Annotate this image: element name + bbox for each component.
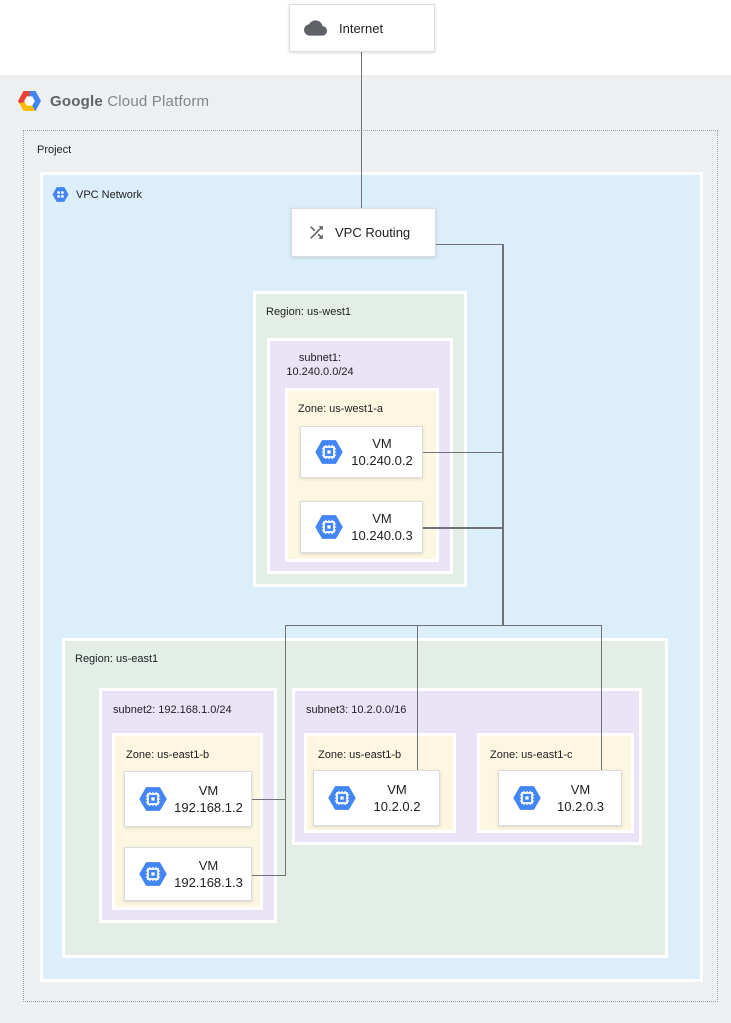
zone-us-east1-c: Zone: us-east1-c VM 10.2.0.3 [477, 733, 634, 833]
vpc-network-label: VPC Network [76, 188, 143, 201]
subnet2-box: subnet2: 192.168.1.0/24 Zone: us-east1-b [99, 688, 277, 923]
brand-google: Google [50, 92, 103, 110]
region-us-west1-label: Region: us-west1 [266, 306, 351, 318]
vpc-routing-box: VPC Routing [291, 208, 436, 257]
connector-vm-10-240-0-2 [423, 451, 503, 453]
subnet1-box: subnet1: 10.240.0.0/24 Zone: us-west1-a [267, 338, 453, 574]
subnet2-label: subnet2: 192.168.1.0/24 [113, 704, 232, 716]
vm-name: VM [570, 782, 591, 797]
vm-name: VM [387, 782, 407, 797]
vm-10-2-0-2: VM 10.2.0.2 [313, 770, 440, 826]
zone-us-east1-b-subnet3: Zone: us-east1-b VM 10.2.0.2 [304, 733, 456, 833]
vm-text: VM 10.240.0.3 [346, 510, 422, 544]
zone-us-east1-b-label: Zone: us-east1-b [126, 749, 210, 761]
cloud-icon [304, 20, 327, 36]
vm-ip: 10.2.0.3 [557, 799, 604, 814]
zone-us-east1-c-label: Zone: us-east1-c [490, 749, 573, 761]
subnet3-label: subnet3: 10.2.0.0/16 [306, 704, 407, 716]
subnet1-label: subnet1: 10.240.0.0/24 [274, 351, 366, 379]
connector-drop-vm-10-2-0-3 [600, 624, 602, 771]
vm-ip: 10.2.0.2 [373, 799, 421, 814]
vm-text: VM 192.168.1.3 [170, 857, 251, 891]
gcp-logo-icon [18, 91, 41, 111]
vm-ip: 10.240.0.3 [351, 528, 413, 543]
vm-name: VM [372, 436, 392, 451]
connector-internet-to-routing [360, 52, 362, 208]
vm-name: VM [372, 511, 392, 526]
brand-cloud-platform: Cloud Platform [102, 92, 210, 110]
project-label: Project [37, 144, 72, 156]
vpc-routing-label: VPC Routing [335, 225, 411, 240]
internet-label: Internet [339, 20, 384, 36]
subnet3-box: subnet3: 10.2.0.0/16 Zone: us-east1-b [292, 688, 642, 845]
vpc-routing-icon [310, 226, 323, 239]
vm-text: VM 10.240.0.2 [346, 435, 422, 469]
compute-engine-icon [315, 515, 343, 539]
zone-us-east1-b-subnet2: Zone: us-east1-b VM 192.168.1.2 [112, 733, 263, 910]
subnet1-label-line1: subnet1: [298, 352, 342, 364]
vpc-network-container: VPC Network Region: us-west1 subnet1: 10… [40, 172, 703, 982]
vm-text: VM 192.168.1.2 [170, 782, 251, 816]
vm-name: VM [198, 783, 219, 798]
subnet1-label-line2: 10.240.0.0/24 [286, 366, 354, 378]
vm-ip: 192.168.1.3 [174, 875, 243, 890]
region-us-east1: Region: us-east1 subnet2: 192.168.1.0/24… [62, 638, 668, 958]
zone-us-east1-b-label: Zone: us-east1-b [318, 749, 402, 761]
connector-routing-right [436, 243, 503, 245]
compute-engine-icon [139, 862, 167, 886]
vm-ip: 10.240.0.2 [351, 453, 413, 468]
gcp-brand-text: Google Cloud Platform [50, 93, 209, 110]
vm-10-2-0-3: VM 10.2.0.3 [498, 770, 622, 826]
gcp-brand: Google Cloud Platform [18, 91, 209, 111]
vm-192-168-1-2: VM 192.168.1.2 [124, 771, 252, 827]
region-us-east1-label: Region: us-east1 [75, 653, 159, 665]
internet-box: Internet [289, 4, 435, 52]
project-container: Project VPC Network Region: us-west1 su [23, 130, 718, 1002]
vm-ip: 192.168.1.2 [174, 800, 243, 815]
vpc-network-header: VPC Network [52, 186, 142, 203]
connector-drop-vm-10-2-0-2 [416, 624, 418, 771]
region-us-west1: Region: us-west1 subnet1: 10.240.0.0/24 … [253, 291, 467, 587]
zone-us-west1-a: Zone: us-west1-a VM 10.240.0.2 [285, 388, 439, 562]
vm-10-240-0-3: VM 10.240.0.3 [300, 501, 423, 553]
vm-10-240-0-2: VM 10.240.0.2 [300, 426, 423, 478]
compute-engine-icon [328, 786, 356, 810]
vm-text: VM 10.2.0.2 [359, 781, 439, 815]
zone-us-west1-a-label: Zone: us-west1-a [298, 403, 383, 415]
vm-name: VM [198, 858, 219, 873]
connector-vm-10-240-0-3 [423, 527, 503, 529]
compute-engine-icon [513, 786, 541, 810]
connector-bus-horizontal [284, 624, 602, 626]
connector-drop-subnet2 [284, 624, 286, 876]
compute-engine-icon [315, 440, 343, 464]
connector-vm-192-168-1-2 [252, 798, 286, 800]
connector-trunk-vertical [502, 243, 504, 626]
compute-engine-icon [139, 787, 167, 811]
vpc-network-icon [52, 187, 69, 202]
connector-vm-192-168-1-3 [252, 874, 286, 876]
vm-text: VM 10.2.0.3 [544, 781, 621, 815]
vm-192-168-1-3: VM 192.168.1.3 [124, 847, 252, 901]
